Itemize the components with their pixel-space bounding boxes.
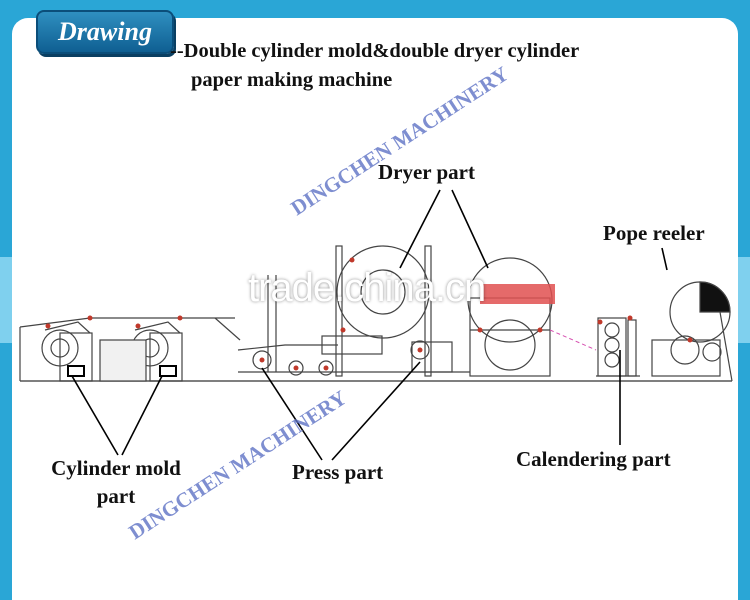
watermark-site: trade.china.cn: [248, 266, 486, 310]
cylinder-callout-left: [71, 375, 119, 456]
label-pope-reeler: Pope reeler: [603, 221, 705, 245]
cylinder-callout-right: [121, 375, 163, 456]
press-callout-left: [261, 367, 323, 461]
dryer-callout-right: [451, 189, 489, 269]
dryer-highlight: [480, 284, 555, 304]
callout-lines: [71, 189, 668, 461]
title-line-2: paper making machine: [191, 69, 393, 91]
title-line-1: --Double cylinder mold&double dryer cyli…: [170, 40, 580, 62]
pope-callout: [661, 247, 668, 271]
drawing-panel: [12, 18, 738, 600]
cylinder-mold-unit: [19, 317, 241, 382]
page-title: --Double cylinder mold&double dryer cyli…: [170, 37, 730, 95]
calendering-unit: [596, 317, 640, 377]
label-dryer-part: Dryer part: [378, 160, 475, 184]
label-cylinder-line-1: Cylinder mold: [51, 456, 181, 480]
dryer-callout-left: [399, 189, 441, 269]
pope-reeler-unit: [651, 281, 733, 382]
label-cylinder-line-2: part: [96, 484, 136, 508]
label-press-part: Press part: [292, 460, 384, 484]
roll-markers: [45, 257, 693, 371]
paper-web-line: [549, 329, 597, 351]
press-callout-right: [331, 361, 421, 461]
drawing-badge: Drawing: [36, 10, 174, 54]
label-cylinder-mold: Cylinder mold part: [35, 454, 197, 510]
label-calendering-part: Calendering part: [516, 447, 671, 471]
